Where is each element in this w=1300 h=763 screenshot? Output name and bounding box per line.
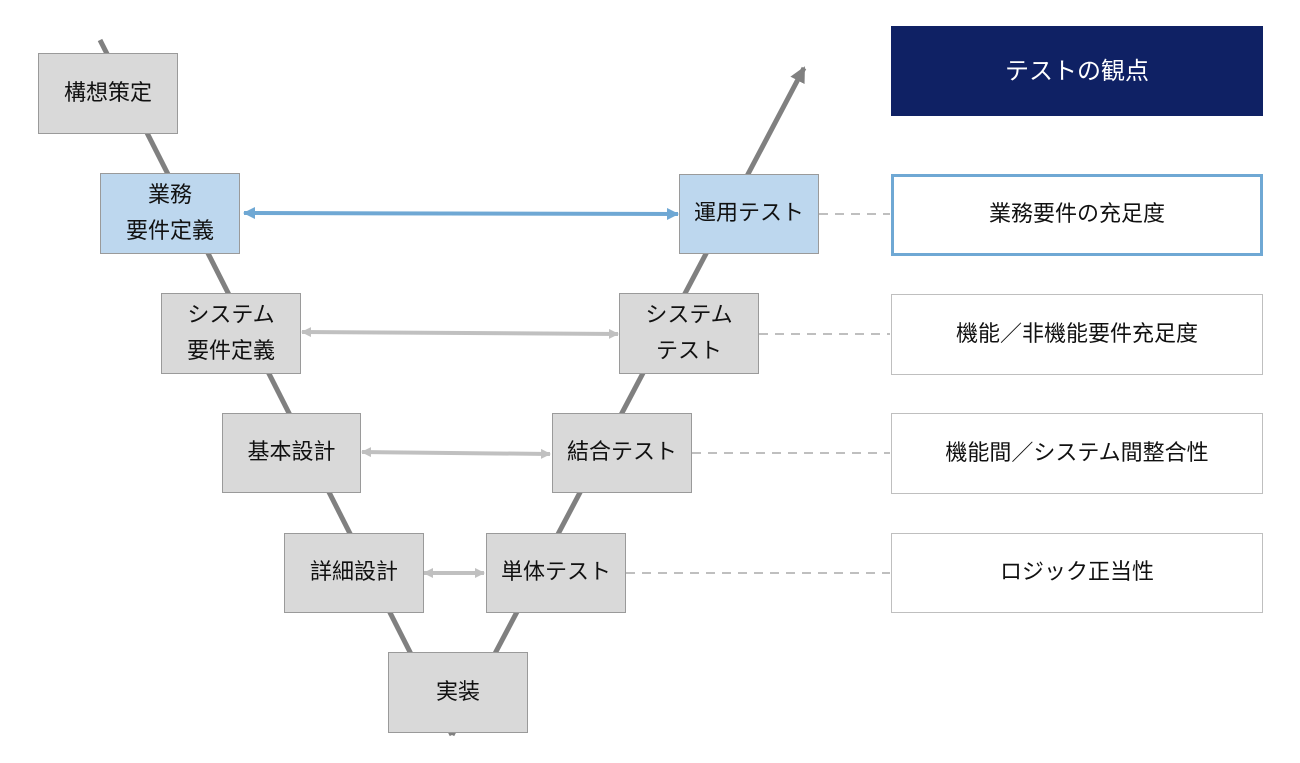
phase-basic-design: 基本設計 xyxy=(222,413,361,493)
v-right-line xyxy=(449,66,807,737)
phase-implementation: 実装 xyxy=(388,652,528,733)
viewpoint-functional-requirements: 機能／非機能要件充足度 xyxy=(891,294,1263,375)
phase-unit-test: 単体テスト xyxy=(486,533,626,613)
viewpoint-consistency: 機能間／システム間整合性 xyxy=(891,413,1263,494)
test-viewpoint-header: テストの観点 xyxy=(891,26,1263,116)
v-left-line xyxy=(97,38,455,737)
phase-business-requirements: 業務 要件定義 xyxy=(100,173,240,254)
viewpoint-logic-correctness: ロジック正当性 xyxy=(891,533,1263,613)
viewpoint-business-requirements: 業務要件の充足度 xyxy=(891,174,1263,256)
phase-integration-test: 結合テスト xyxy=(552,413,692,493)
phase-detail-design: 詳細設計 xyxy=(284,533,424,613)
arrow-systemreq-systemtest xyxy=(301,327,619,339)
arrow-basic-integration xyxy=(361,447,551,459)
arrow-business-operation xyxy=(243,207,679,220)
phase-operation-test: 運用テスト xyxy=(679,174,819,254)
phase-system-requirements: システム 要件定義 xyxy=(161,293,301,374)
phase-concept: 構想策定 xyxy=(38,53,178,134)
phase-system-test: システム テスト xyxy=(619,293,759,374)
